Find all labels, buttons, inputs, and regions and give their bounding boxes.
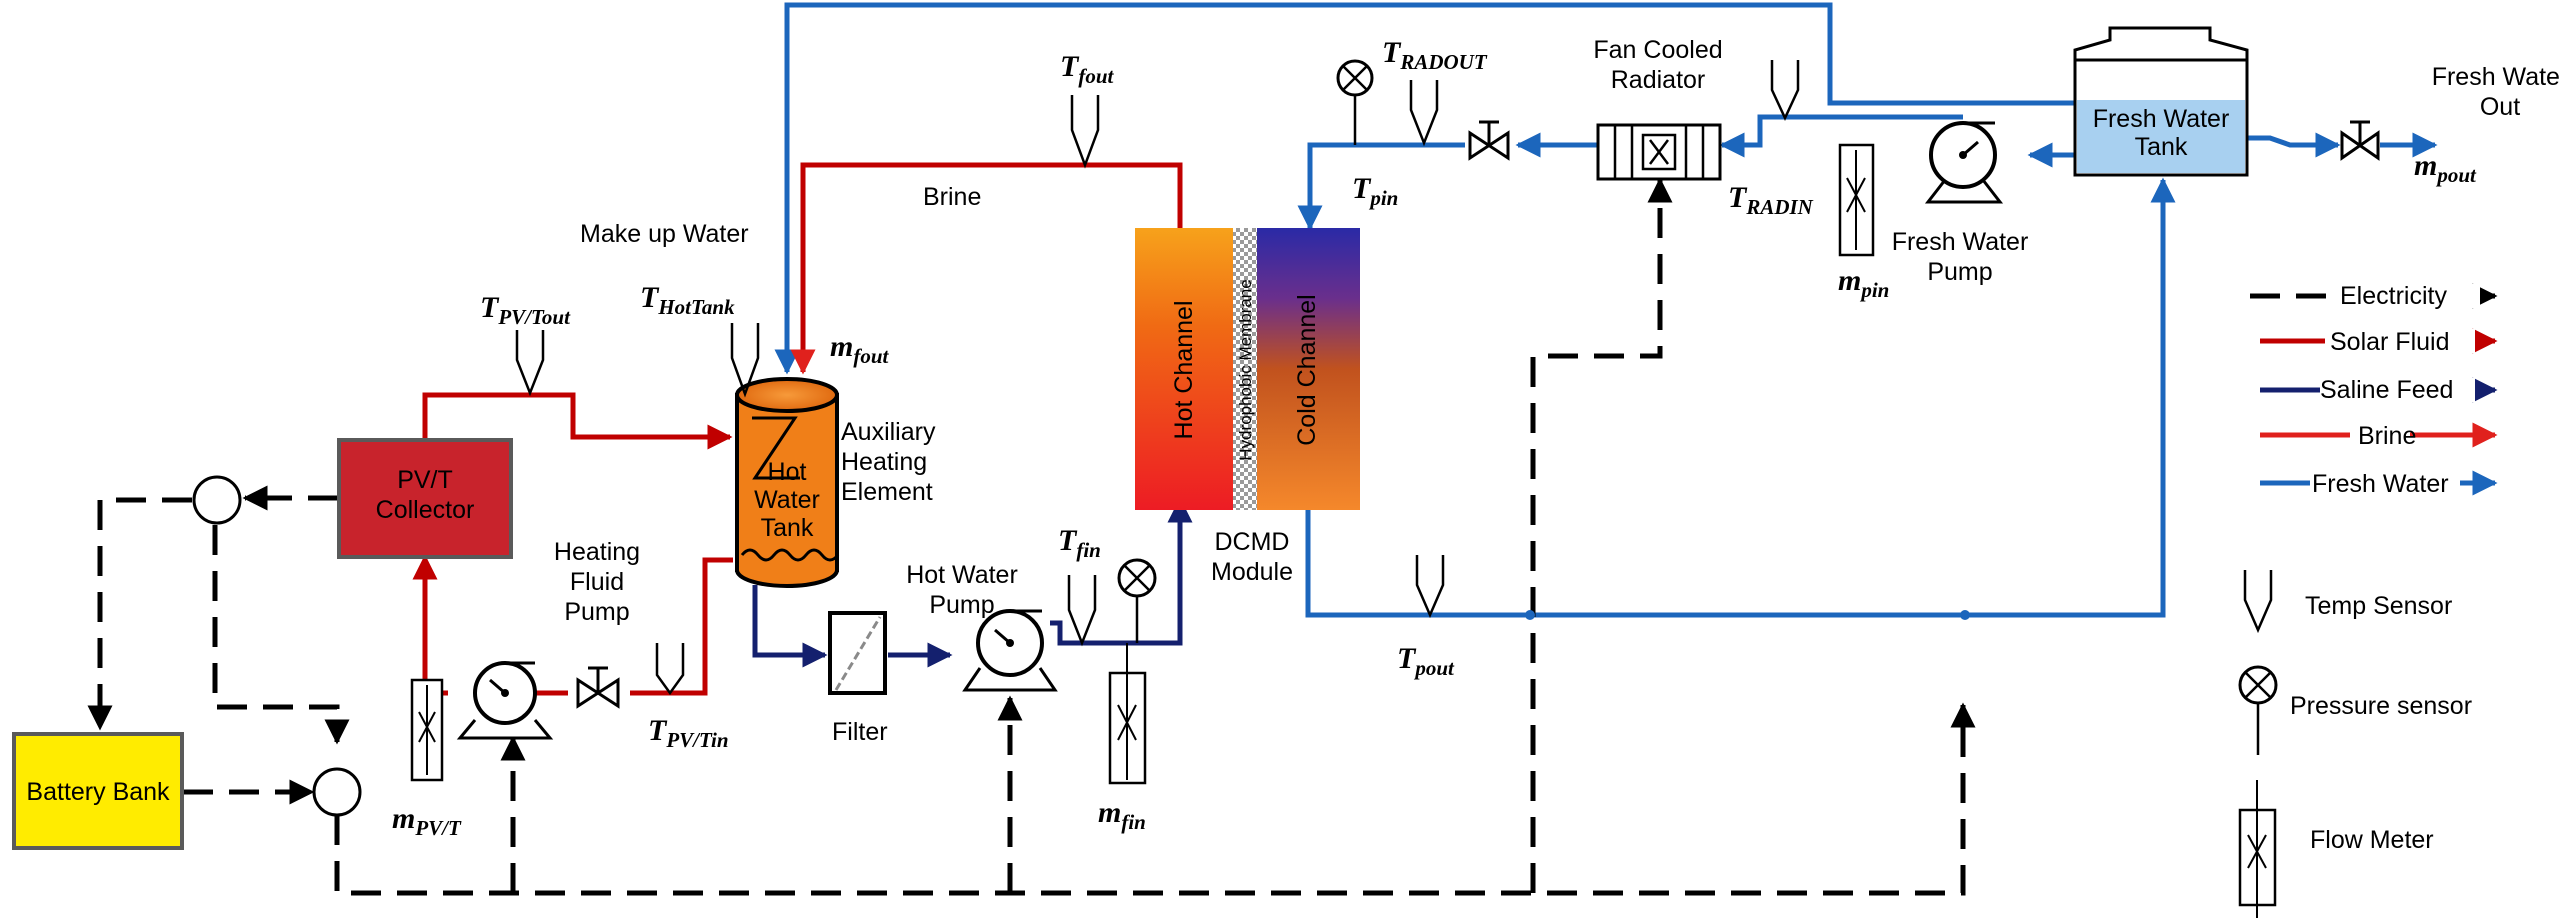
temp-sensor-icon — [1070, 95, 1100, 169]
make-up-water-label: Make up Water — [580, 220, 749, 248]
t-radout-label: TRADOUT — [1382, 36, 1488, 74]
t-radin-label: TRADIN — [1728, 181, 1814, 219]
legend: Electricity Solar Fluid Saline Feed Brin… — [2238, 282, 2498, 918]
temp-sensor-icon — [655, 643, 685, 696]
radiator-valve — [1468, 120, 1510, 161]
filter-label: Filter — [832, 718, 888, 746]
t-pvtin-label: TPV/Tin — [648, 714, 729, 752]
flow-meter-icon — [410, 678, 444, 782]
temp-sensor-icon — [515, 330, 545, 397]
junction-dots — [1525, 610, 1970, 620]
legend-fresh-water: Fresh Water — [2312, 470, 2449, 498]
fresh-water-pump — [1924, 121, 2004, 204]
flow-meter-icon — [1108, 643, 1147, 785]
brine-label: Brine — [923, 183, 981, 211]
membrane-label: Hydrophobic Membrane — [1236, 279, 1255, 460]
saline-feed-pipes — [752, 497, 1193, 668]
flow-meter-icon — [1838, 143, 1875, 257]
m-pout-label: mpout — [2414, 149, 2477, 187]
m-fin-label: mfin — [1098, 796, 1146, 834]
legend-electricity: Electricity — [2340, 282, 2447, 310]
legend-flow-meter-icon — [2238, 780, 2277, 918]
battery-bank-label: Battery Bank — [26, 778, 170, 806]
t-hottank-label: THotTank — [640, 281, 735, 319]
heating-fluid-pump — [456, 661, 554, 740]
legend-brine: Brine — [2358, 422, 2416, 450]
temp-sensor-icon — [1067, 575, 1097, 647]
pressure-sensor-icon — [1336, 59, 1374, 145]
t-fin-label: Tfin — [1058, 524, 1101, 562]
temp-sensor-icon — [730, 323, 760, 398]
t-pin-label: Tpin — [1352, 172, 1398, 210]
temp-sensor-icon — [1415, 555, 1445, 619]
cold-channel-label: Cold Channel — [1293, 294, 1321, 446]
pressure-sensor-icon — [1117, 558, 1157, 643]
brine-pipes — [790, 162, 1183, 375]
filter — [828, 611, 887, 695]
m-fout-label: mfout — [830, 330, 890, 368]
fresh-water-out-valve — [2340, 120, 2380, 161]
hot-channel-label: Hot Channel — [1170, 301, 1198, 440]
legend-temp-sensor-icon — [2243, 570, 2273, 634]
m-pvt-label: mPV/T — [392, 802, 462, 840]
charge-controller-circle — [312, 767, 362, 817]
electricity-lines — [87, 177, 1976, 896]
t-pvtout-label: TPV/Tout — [480, 291, 571, 329]
legend-temp-sensor: Temp Sensor — [2305, 592, 2452, 620]
m-pin-label: mpin — [1838, 264, 1889, 302]
t-pout-label: Tpout — [1397, 642, 1455, 680]
temp-sensor-icon — [1770, 60, 1800, 121]
legend-flow-meter: Flow Meter — [2310, 826, 2434, 854]
legend-solar-fluid: Solar Fluid — [2330, 328, 2450, 356]
battery-bank: Battery Bank — [12, 732, 184, 850]
heating-loop-valve — [576, 666, 620, 709]
legend-pressure-sensor-icon — [2238, 665, 2278, 755]
dcmd-module: Hot Channel Hydrophobic Membrane Cold Ch… — [1135, 228, 1360, 510]
t-fout-label: Tfout — [1060, 50, 1115, 88]
fresh-water-pipes — [774, 2, 2438, 618]
hot-water-pump — [962, 609, 1058, 692]
inverter-circle — [192, 475, 242, 525]
legend-pressure-sensor: Pressure sensor — [2290, 692, 2472, 720]
fan-cooled-radiator — [1596, 123, 1722, 181]
temp-sensor-icon — [1409, 80, 1439, 147]
legend-saline-feed: Saline Feed — [2320, 376, 2453, 404]
